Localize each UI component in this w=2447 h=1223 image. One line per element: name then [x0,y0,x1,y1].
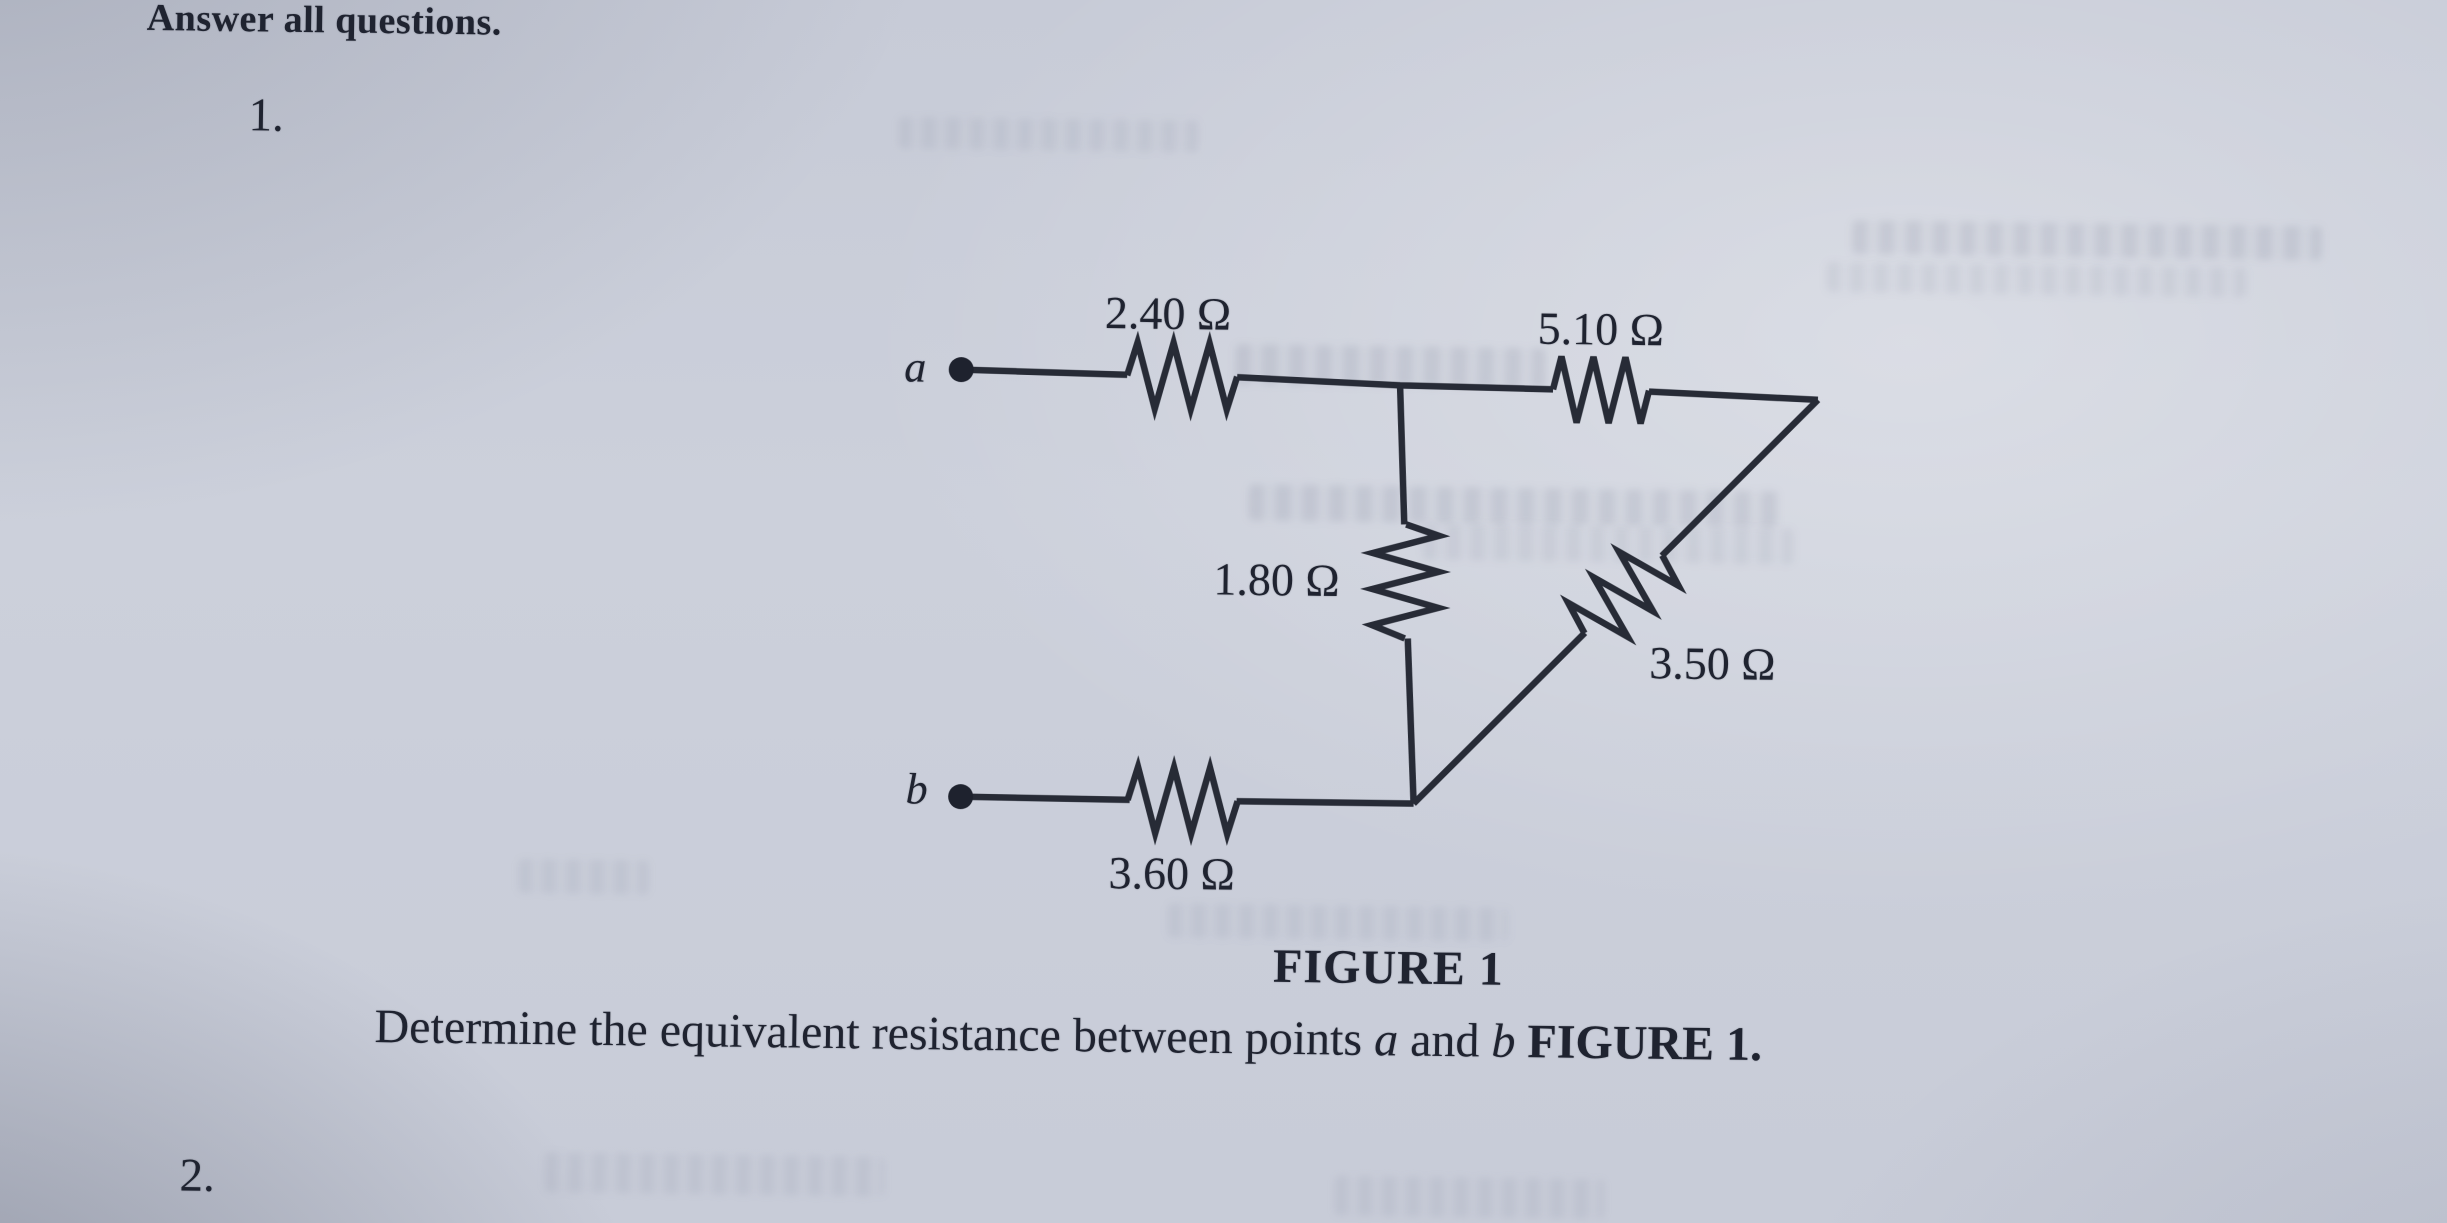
bleed-through-smudge [898,116,1199,153]
wire-r510-to-corner [1648,388,1819,404]
point-a-reference: a [1373,1013,1399,1067]
terminal-b-dot [948,784,974,810]
circuit-figure: a b 2.40 Ω 5.10 Ω 1.80 Ω 3.50 Ω 3.60 Ω [888,282,1896,915]
wire-r180-to-bottom-junction [1404,638,1417,804]
resistor-label-2-40: 2.40 Ω [1104,286,1232,340]
question-text-between: and [1397,1013,1492,1068]
terminal-dots [948,357,974,810]
resistor-label-3-60: 3.60 Ω [1108,847,1236,900]
terminal-a-label: a [903,342,927,392]
question-text: Determine the equivalent resistance betw… [374,999,1763,1072]
question-2-number: 2. [179,1149,216,1202]
resistor-label-1-80: 1.80 Ω [1213,553,1340,607]
point-b-reference: b [1491,1014,1516,1068]
wire-r360-to-junction [1236,798,1414,807]
header-instruction: Answer all questions. [146,0,503,44]
terminal-a-dot [948,357,974,383]
resistor-3-60-zigzag [1124,755,1241,847]
bleed-through-smudge [1826,261,2247,298]
wire-junction-to-r350 [1411,630,1588,806]
resistor-label-5-10: 5.10 Ω [1537,302,1665,356]
resistor-2-40-zigzag [1124,330,1241,422]
wire-a-to-r240 [961,366,1128,379]
wire-r240-to-r510 [1237,373,1554,393]
resistor-3-50-zigzag [1560,543,1687,646]
question-1-number: 1. [248,89,285,142]
resistor-1-80-zigzag [1360,521,1451,642]
circuit-svg [948,330,1821,847]
bleed-through-smudge [1334,1175,1605,1220]
bleed-through-smudge [544,1152,885,1197]
bleed-through-smudge [518,858,649,895]
bleed-through-smudge [1851,220,2323,261]
circuit-wires [960,330,1821,847]
wire-junction-to-r180 [1396,385,1408,525]
terminal-b-label: b [905,764,929,814]
wire-r350-to-corner [1659,397,1821,559]
resistor-label-3-50: 3.50 Ω [1649,637,1776,690]
figure-caption: FIGURE 1 [1272,939,1505,996]
figure-reference-bold: FIGURE 1. [1515,1014,1763,1072]
resistor-5-10-zigzag [1549,355,1653,425]
question-text-before-a: Determine the equivalent resistance betw… [374,999,1375,1067]
wire-b-to-r360 [960,793,1130,804]
